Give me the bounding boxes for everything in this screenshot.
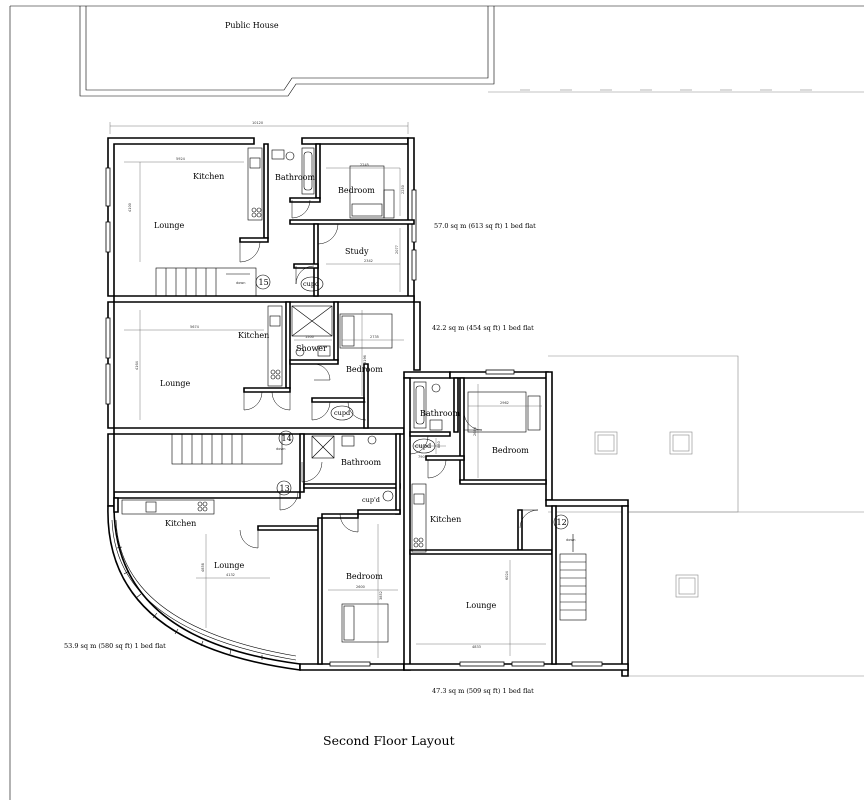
flat-12-area: 47.3 sq m (509 sq ft) 1 bed flat [432,687,534,695]
flat-12-number: 12 [557,518,567,527]
boundary-line [488,89,864,93]
room-f12-lounge: Lounge [466,601,497,610]
public-house-label: Public House [225,21,279,30]
dim-f13-lounge-w: 4132 [226,573,235,577]
room-f15-kitchen: Kitchen [193,172,224,181]
room-f12-bathroom: Bathroom [420,409,460,418]
room-f14-lounge: Lounge [160,379,191,388]
dim-f14-bed-w: 2735 [370,335,379,339]
room-f14-bedroom: Bedroom [346,365,383,374]
room-f14-shower: Shower [296,344,327,353]
dim-f15-lounge-w: 5924 [176,157,186,161]
dim-f14-lounge-w: 5674 [190,325,200,329]
room-f13-cupd: cup'd [362,496,380,504]
dim-f12-cup-h: 880 [437,441,441,448]
flat-numbers: 15 14 13 12 [255,274,569,530]
room-dimension-texts: 5924 4100 2245 2250 2342 2077 5674 4164 … [128,157,509,649]
dim-f15-bed-w: 2245 [360,163,369,167]
room-f15-cupd: cupd [303,280,319,288]
room-f14-cupd: cupd [334,409,350,417]
stair-12-down: down [566,538,575,542]
room-f12-bedroom: Bedroom [492,446,529,455]
room-f15-study: Study [345,247,369,256]
dim-f12-lounge-h: 6024 [505,570,509,580]
room-f15-bedroom: Bedroom [338,186,375,195]
flat-14-number: 14 [282,434,292,443]
room-f15-bathroom: Bathroom [275,173,315,182]
overall-dimension-text: 10120 [252,121,263,125]
dim-f13-lounge-h: 4858 [201,563,205,572]
flat-areas: 57.0 sq m (613 sq ft) 1 bed flat 42.2 sq… [64,222,536,695]
flat-13-area: 53.9 sq m (580 sq ft) 1 bed flat [64,642,166,650]
dim-f14-bed-h: 3196 [363,355,367,364]
dim-f12-cup-w: 790 [418,455,425,459]
dim-f14-lounge-h: 4164 [135,360,139,370]
dim-f15-study-w: 2342 [364,259,373,263]
stair-labels: down down down [236,281,575,542]
drawing-title: Second Floor Layout [323,733,455,748]
room-f13-kitchen: Kitchen [165,519,196,528]
dim-f15-study-h: 2077 [395,245,399,254]
room-f13-bedroom: Bedroom [346,572,383,581]
flat-14-area: 42.2 sq m (454 sq ft) 1 bed flat [432,324,534,332]
external-walls [105,137,629,677]
dim-f12-bed-w: 2962 [500,401,509,405]
dim-f15-bed-h: 2250 [401,185,405,194]
dim-f14-shower-w: 1500 [305,335,314,339]
room-f13-bathroom: Bathroom [341,458,381,467]
roof-area [548,355,864,677]
dim-f12-bed-h: 2680 [473,427,477,436]
room-f12-cupd: cupd [415,442,431,450]
room-f12-kitchen: Kitchen [430,515,461,524]
sheet-frame [9,5,864,800]
dim-f13-bed-h: 3852 [379,591,383,600]
flat-13-number: 13 [280,484,290,493]
dim-f13-bed-w: 2600 [356,585,365,589]
door-swings [239,199,539,549]
flat-15-area: 57.0 sq m (613 sq ft) 1 bed flat [434,222,536,230]
room-f14-kitchen: Kitchen [238,331,269,340]
overall-dimension: 10120 [109,121,409,134]
cupboard-outlines [300,276,436,454]
stair-15-down: down [236,281,245,285]
room-dimension-lines [124,161,546,658]
room-labels: Kitchen Lounge Bathroom Bedroom Study cu… [154,172,529,610]
flat-15-number: 15 [259,278,269,287]
fixtures [121,147,587,643]
room-f13-lounge: Lounge [214,561,245,570]
public-house-outline: Public House [79,6,495,97]
bay-window-flat-13 [111,519,297,661]
dim-f15-lounge-h: 4100 [128,203,132,212]
internal-walls [113,143,557,665]
dim-f12-lounge-w: 4833 [472,645,481,649]
room-f15-lounge: Lounge [154,221,185,230]
stair-14-down: down [276,447,285,451]
